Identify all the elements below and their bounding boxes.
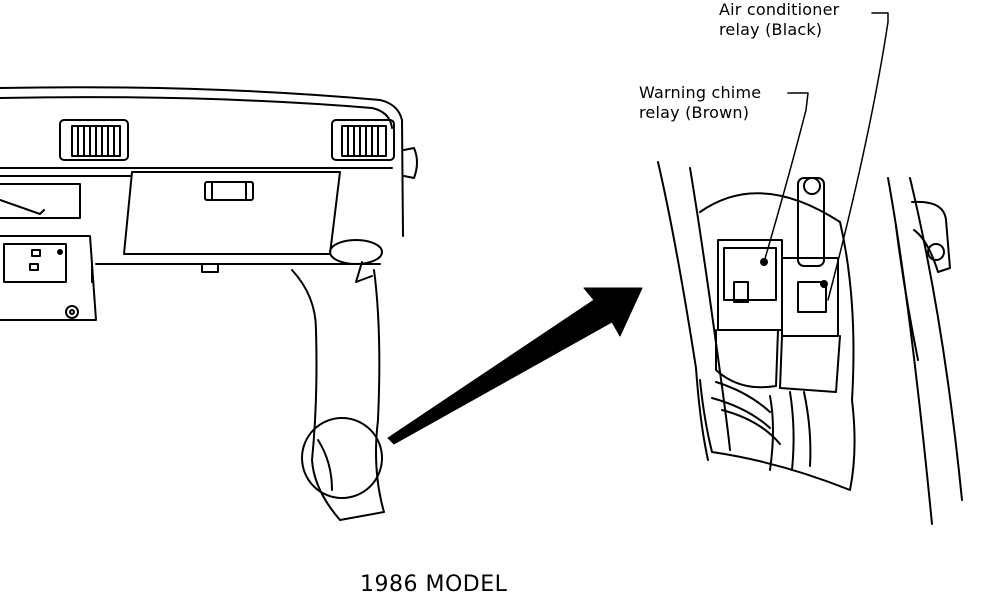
glove-box-handle bbox=[204, 181, 254, 201]
relay-closeup bbox=[657, 161, 963, 525]
dashboard-drawing bbox=[0, 86, 418, 521]
lower-support bbox=[291, 269, 385, 521]
glove-box bbox=[123, 171, 341, 255]
mounting-bolt bbox=[911, 200, 951, 273]
chime-relay-leader bbox=[763, 92, 809, 263]
ac-label-line2: relay (Black) bbox=[719, 20, 823, 39]
relay-strap bbox=[797, 177, 825, 267]
model-caption: 1986 MODEL bbox=[360, 572, 508, 597]
side-knob bbox=[403, 147, 418, 179]
air-conditioner-relay bbox=[779, 257, 841, 393]
ac-label-line1: Air conditioner bbox=[719, 0, 840, 19]
pointer-arrow bbox=[387, 287, 643, 445]
right-air-vent bbox=[331, 119, 395, 161]
warning-chime-relay bbox=[715, 239, 783, 389]
ac-relay-leader bbox=[827, 12, 889, 301]
air-conditioner-relay-label: Air conditioner relay (Black) bbox=[719, 0, 839, 40]
leader-lines bbox=[763, 12, 889, 301]
warning-chime-relay-label: Warning chime relay (Brown) bbox=[639, 83, 761, 123]
left-air-vent bbox=[59, 119, 129, 161]
chime-label-line2: relay (Brown) bbox=[639, 103, 750, 122]
relay-location-circle bbox=[301, 417, 383, 499]
chime-label-line1: Warning chime bbox=[639, 83, 762, 102]
